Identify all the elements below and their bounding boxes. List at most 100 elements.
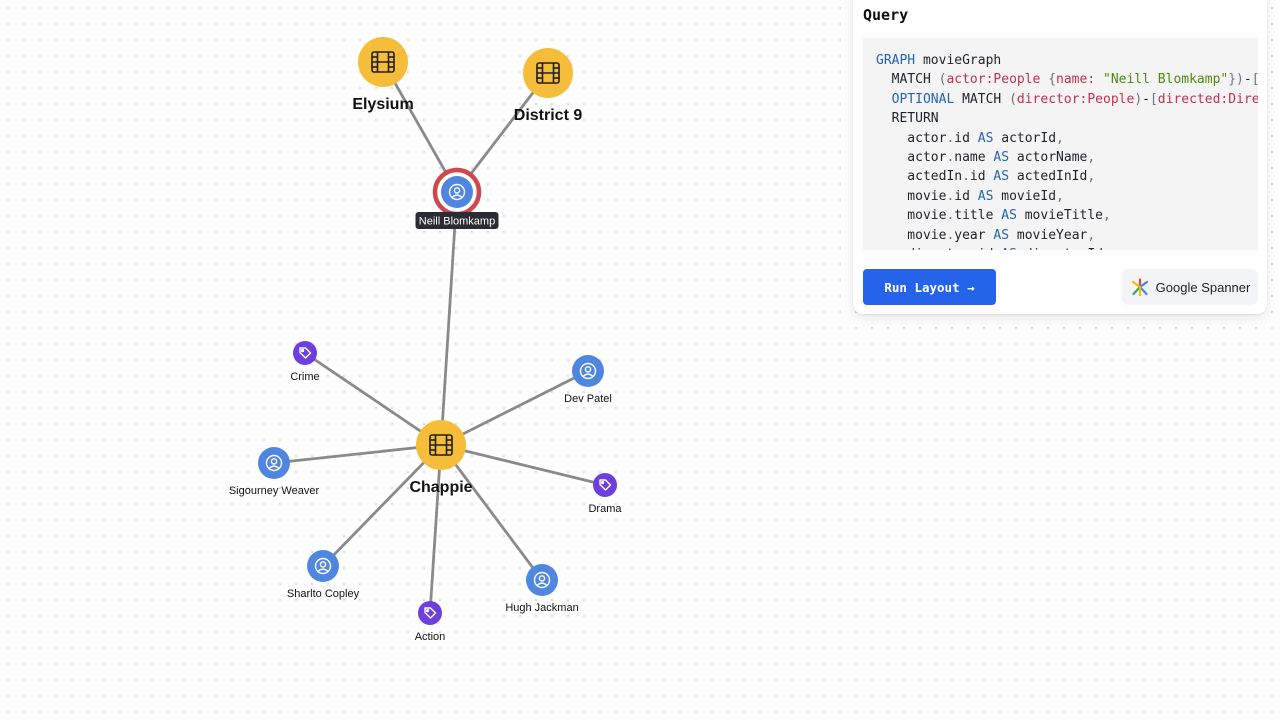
code-line: actor.id AS actorId,	[876, 129, 1258, 148]
node-action[interactable]: Action	[415, 601, 446, 643]
node-circle	[258, 447, 290, 479]
code-token: ,	[1056, 130, 1064, 146]
code-token: director:People	[1016, 91, 1135, 107]
node-drama[interactable]: Drama	[588, 473, 622, 515]
node-neill[interactable]: Neill Blomkamp	[415, 167, 499, 229]
code-token: {	[1048, 72, 1057, 88]
node-crime[interactable]: Crime	[290, 341, 320, 383]
code-token: .	[946, 227, 955, 243]
code-token: (	[938, 72, 947, 88]
code-token: AS	[1001, 247, 1017, 250]
google-spanner-icon	[1131, 278, 1148, 297]
person-icon	[533, 571, 551, 589]
node-label: Hugh Jackman	[505, 602, 578, 614]
graph-edge	[272, 443, 443, 465]
person-icon	[314, 557, 332, 575]
tag-icon	[424, 607, 437, 619]
code-line: director.id AS directorId	[876, 245, 1258, 250]
node-hugh[interactable]: Hugh Jackman	[505, 564, 579, 614]
code-token: .	[946, 208, 955, 224]
code-token: (	[1009, 91, 1017, 107]
node-label: Drama	[588, 503, 622, 515]
node-circle	[441, 176, 473, 208]
node-label: Neill Blomkamp	[419, 215, 495, 227]
code-token: directorId	[1017, 247, 1103, 250]
code-token: AS	[993, 169, 1010, 185]
code-token: ,	[1103, 208, 1111, 224]
code-token: OPTIONAL	[876, 91, 955, 107]
code-token: MATCH	[876, 72, 939, 88]
code-token: AS	[993, 150, 1010, 166]
node-elysium[interactable]: Elysium	[352, 37, 414, 113]
code-token: -	[1243, 72, 1252, 88]
code-line: movie.year AS movieYear,	[876, 226, 1258, 245]
code-token: movieYear	[1009, 227, 1088, 243]
code-token: ,	[1056, 188, 1064, 204]
query-code[interactable]: GRAPH movieGraph MATCH (actor:People {na…	[863, 38, 1258, 250]
run-layout-button[interactable]: Run Layout →	[863, 269, 996, 305]
code-line: GRAPH movieGraph	[876, 51, 1258, 70]
film-icon	[536, 62, 560, 84]
graph-edge	[439, 443, 544, 582]
code-token: [	[1252, 72, 1258, 87]
code-line: movie.id AS movieId,	[876, 187, 1258, 206]
graph-edge	[439, 369, 590, 447]
code-token: .	[970, 247, 978, 250]
person-icon	[448, 183, 466, 201]
code-token: ,	[1087, 150, 1096, 166]
node-circle	[593, 473, 617, 497]
node-tooltip	[415, 212, 499, 229]
database-badge[interactable]: Google Spanner	[1122, 269, 1258, 305]
code-token: RETURN	[876, 111, 939, 127]
person-icon	[579, 362, 597, 380]
code-token: })	[1228, 72, 1244, 88]
graph-edge	[321, 443, 443, 568]
code-token: movieGraph	[915, 53, 1002, 68]
query-panel: Query GRAPH movieGraph MATCH (actor:Peop…	[853, 0, 1267, 314]
code-token: id	[978, 247, 1001, 250]
code-line: movie.title AS movieTitle,	[876, 206, 1258, 225]
graph-edges	[272, 60, 607, 615]
code-token: actor	[876, 130, 947, 146]
film-icon	[429, 434, 453, 456]
node-devpatel[interactable]: Dev Patel	[564, 355, 612, 405]
tag-icon	[599, 479, 612, 491]
code-token: AS	[993, 227, 1010, 243]
code-line: OPTIONAL MATCH (director:People)-[direct…	[876, 90, 1258, 109]
node-district9[interactable]: District 9	[514, 48, 583, 124]
code-token: AS	[1001, 208, 1017, 224]
node-label: Chappie	[409, 479, 472, 496]
node-label: Crime	[290, 371, 319, 383]
node-circle	[307, 550, 339, 582]
code-token: actedIn	[876, 169, 963, 185]
node-sigourney[interactable]: Sigourney Weaver	[229, 447, 320, 497]
node-label: Elysium	[352, 96, 413, 113]
code-token: name	[954, 150, 994, 166]
code-token: -	[1142, 91, 1150, 107]
code-token: "Neill Blomkamp"	[1103, 72, 1229, 88]
node-label: Sigourney Weaver	[229, 485, 320, 497]
code-token: actorName	[1009, 150, 1088, 166]
database-label: Google Spanner	[1155, 279, 1251, 295]
graph-edge	[428, 443, 443, 615]
node-circle	[293, 341, 317, 365]
node-sharlto[interactable]: Sharlto Copley	[287, 550, 360, 600]
code-line: MATCH (actor:People {name: "Neill Blomka…	[876, 70, 1258, 89]
code-line: actedIn.id AS actedInId,	[876, 167, 1258, 186]
node-chappie[interactable]: Chappie	[409, 420, 473, 496]
query-editor[interactable]: GRAPH movieGraph MATCH (actor:People {na…	[863, 38, 1258, 250]
node-label: Sharlto Copley	[287, 588, 360, 600]
code-line: RETURN	[876, 109, 1258, 128]
graph-edge	[439, 443, 607, 487]
code-token: id	[954, 188, 978, 204]
code-token: movie	[876, 227, 947, 243]
tag-icon	[299, 347, 312, 359]
node-circle	[572, 355, 604, 387]
node-label: District 9	[514, 107, 583, 124]
code-token: id	[954, 130, 978, 146]
code-token: movie	[876, 188, 947, 204]
code-line: actor.name AS actorName,	[876, 148, 1258, 167]
code-token: movieTitle	[1016, 208, 1103, 224]
